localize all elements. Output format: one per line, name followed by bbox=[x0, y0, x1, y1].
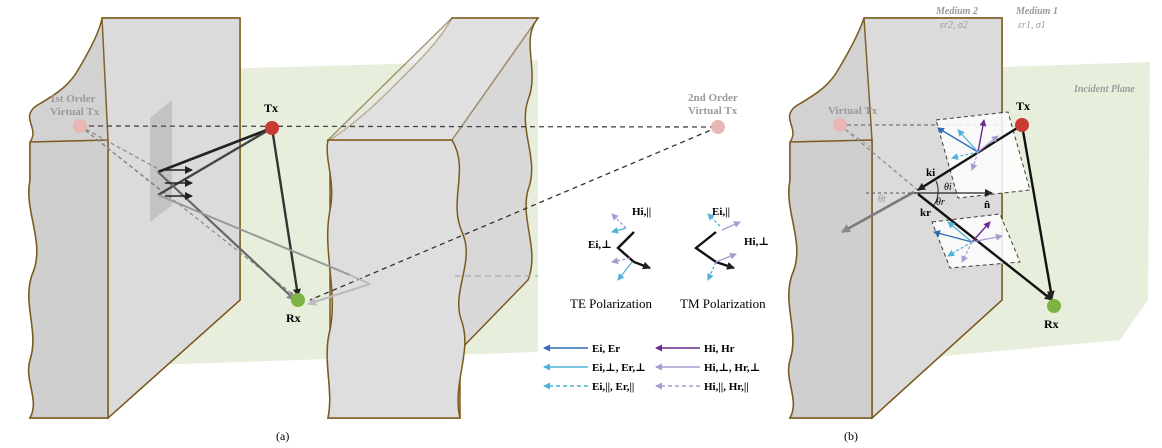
te-h-arrow2 bbox=[617, 261, 633, 281]
field-eperp-ref bbox=[947, 221, 973, 243]
incident-plane-label: Incident Plane bbox=[1073, 84, 1135, 95]
tx-label-b: Tx bbox=[1016, 99, 1030, 113]
te-out-arrow bbox=[633, 260, 651, 270]
caption-b: (b) bbox=[844, 429, 858, 443]
medium-1-params: εr1, σ1 bbox=[1018, 20, 1046, 31]
field-hperp-ref bbox=[971, 233, 1003, 243]
theta-r-arc bbox=[933, 192, 939, 206]
te-h-label: Hi,|| bbox=[632, 206, 651, 218]
tx-node-b bbox=[1015, 118, 1029, 132]
theta-t-label: θt bbox=[878, 194, 886, 205]
ray-transmitted bbox=[841, 190, 915, 234]
line-2nd-virtual-to-rx bbox=[309, 126, 719, 301]
ray-tx-to-wall bbox=[917, 123, 1023, 192]
right-wall-top bbox=[326, 17, 540, 141]
tm-e-arrow2 bbox=[707, 261, 717, 281]
te-e-perp-arrow bbox=[611, 226, 627, 234]
field-h-inc bbox=[977, 119, 987, 153]
rx-label-a: Rx bbox=[286, 311, 301, 325]
tm-out-arrow bbox=[715, 260, 735, 270]
field-e-inc bbox=[937, 127, 979, 153]
legend-text-e-par: Ei,||, Er,|| bbox=[592, 381, 634, 393]
virtual-tx-2-line2: Virtual Tx bbox=[688, 105, 738, 117]
tx-label-a: Tx bbox=[264, 101, 278, 115]
rx-node-a bbox=[291, 293, 305, 307]
line-virtual-1c bbox=[79, 125, 161, 191]
left-wall-face bbox=[27, 139, 109, 419]
virtual-tx-1-line2: Virtual Tx bbox=[50, 106, 100, 118]
virtual-tx-2-node bbox=[711, 120, 725, 134]
tm-e-label: Ei,|| bbox=[712, 206, 730, 218]
field-h-ref bbox=[971, 221, 991, 243]
polarization-diagrams: Hi,|| Ei,⊥ TE Polarization Ei,|| Hi,⊥ TM… bbox=[570, 206, 769, 311]
virtual-tx-2-line1: 2nd Order bbox=[688, 92, 738, 104]
virtual-tx-b-node bbox=[833, 118, 847, 132]
tm-incident-ray bbox=[693, 231, 717, 263]
medium-2-label: Medium 2 bbox=[935, 6, 978, 17]
n-label: n̂ bbox=[984, 199, 990, 211]
right-wall-front bbox=[326, 139, 467, 419]
ray-tx-to-rx-b bbox=[1020, 124, 1055, 299]
theta-r-label: θr bbox=[936, 197, 945, 208]
line-virtual-b-down bbox=[839, 124, 921, 193]
ray-rightwall-segment bbox=[349, 274, 371, 285]
field-epar-inc bbox=[951, 151, 979, 161]
tm-label: TM Polarization bbox=[680, 296, 766, 311]
ray-tx-wall-2 bbox=[157, 126, 273, 197]
field-eperp-inc bbox=[957, 129, 979, 153]
rx-node-b bbox=[1047, 299, 1061, 313]
legend-text-e: Ei, Er bbox=[592, 343, 620, 355]
ray-tx-rx-direct bbox=[270, 127, 301, 297]
virtual-tx-b-label: Virtual Tx bbox=[828, 105, 878, 117]
legend-text-h-perp: Hi,⊥, Hr,⊥ bbox=[704, 362, 760, 374]
virtual-tx-1-node bbox=[73, 119, 87, 133]
ki-label: ki bbox=[926, 167, 935, 179]
legend-text-h: Hi, Hr bbox=[704, 343, 735, 355]
field-hpar-inc bbox=[970, 151, 979, 171]
te-label: TE Polarization bbox=[570, 296, 652, 311]
theta-i-arc bbox=[935, 180, 939, 194]
ray-rightwall-rx bbox=[307, 283, 371, 306]
legend-text-h-par: Hi,||, Hr,|| bbox=[704, 381, 749, 393]
te-e-label: Ei,⊥ bbox=[588, 239, 612, 251]
panel-b: Tx Rx Virtual Tx Medium 2 εr2, σ2 Medium… bbox=[787, 6, 1150, 443]
ray-tx-wall-1 bbox=[157, 126, 273, 174]
tm-h-arrow2 bbox=[715, 252, 737, 263]
line-tx-to-2nd-virtual bbox=[79, 125, 719, 128]
field-hpar-ref bbox=[961, 241, 973, 263]
virtual-tx-1-line1: 1st Order bbox=[50, 93, 96, 105]
ray-wall-to-rx bbox=[917, 193, 1053, 301]
rx-label-b: Rx bbox=[1044, 317, 1059, 331]
te-e-perp-arrow2 bbox=[611, 257, 631, 265]
field-e-ref bbox=[933, 230, 973, 243]
wall-b-face bbox=[787, 139, 873, 419]
medium-2-params: εr2, σ2 bbox=[940, 20, 968, 31]
ray-wall-rx-1 bbox=[157, 171, 296, 301]
field-hperp-inc bbox=[977, 135, 999, 153]
caption-a: (a) bbox=[276, 429, 289, 443]
tm-e-par-arrow bbox=[707, 213, 721, 227]
reflection-patch bbox=[150, 100, 172, 222]
kr-label: kr bbox=[920, 207, 931, 219]
left-wall-front bbox=[101, 17, 241, 420]
medium-1-label: Medium 1 bbox=[1015, 6, 1058, 17]
tm-h-label: Hi,⊥ bbox=[744, 236, 769, 248]
legend: Ei, Er Hi, Hr Ei,⊥, Er,⊥ Hi,⊥, Hr,⊥ Ei,|… bbox=[543, 343, 760, 393]
tm-h-perp-arrow bbox=[721, 221, 741, 231]
line-virtual-1b bbox=[79, 125, 161, 171]
panel-a: Tx Rx 1st Order Virtual Tx 2nd Order Vir… bbox=[27, 17, 738, 443]
theta-i-label: θi bbox=[944, 182, 952, 193]
te-h-par-arrow bbox=[611, 213, 627, 229]
tx-node-a bbox=[265, 121, 279, 135]
legend-text-e-perp: Ei,⊥, Er,⊥ bbox=[592, 362, 646, 374]
te-incident-ray bbox=[616, 231, 635, 263]
ray-wall-rightwall bbox=[157, 194, 351, 276]
